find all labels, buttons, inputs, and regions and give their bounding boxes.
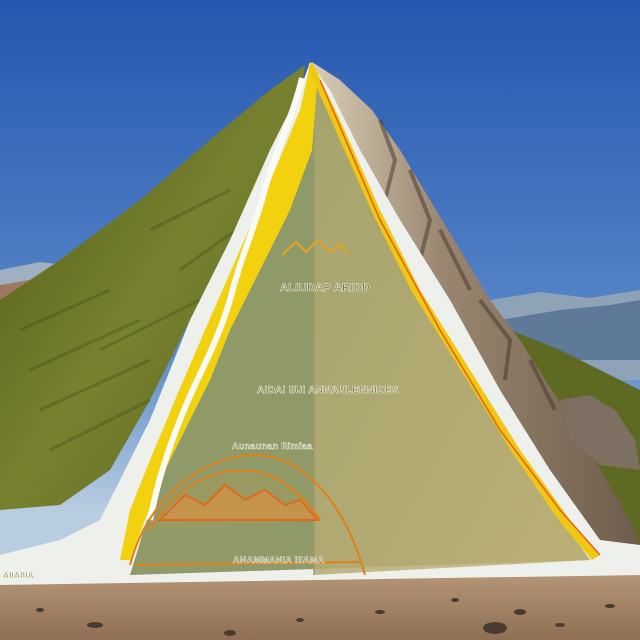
yellow-band-left — [120, 65, 318, 560]
rock-outcrop — [560, 395, 640, 470]
label-bottom: ANAMMANIA IIIAMA — [233, 555, 325, 565]
orange-arc-outer — [129, 453, 366, 576]
label-middle: AIDAI IIUI ANNAULENNIDES — [257, 385, 399, 396]
peak-zigzag — [281, 238, 349, 256]
orange-mountain-line — [157, 483, 321, 521]
label-base-left: AIIAIIIA — [3, 571, 34, 580]
section-sand — [314, 72, 590, 575]
white-ribbon — [147, 77, 305, 521]
ground-rocks — [36, 598, 615, 636]
rock-cliff-shadows — [378, 119, 602, 442]
grass-texture-lines — [19, 188, 251, 452]
label-lower-mid: Aunaunan Rimiaa — [232, 441, 313, 451]
right-rock-face — [312, 62, 640, 545]
rocky-ground — [0, 575, 640, 640]
orange-edge-line — [319, 79, 601, 556]
label-upper: ALIUDAP ARIDD — [280, 282, 370, 294]
left-grass-slope — [0, 65, 305, 510]
orange-baseline — [134, 561, 361, 566]
